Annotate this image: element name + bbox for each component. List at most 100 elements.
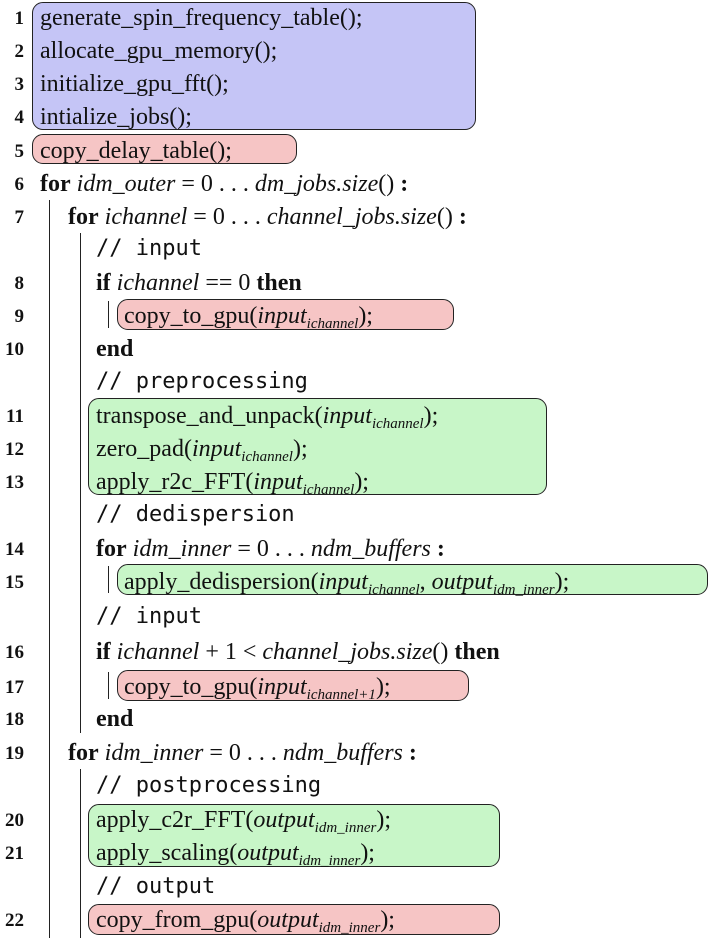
- comment-postprocessing: // postprocessing: [96, 773, 322, 798]
- argument-subscript: ichannel: [371, 416, 424, 432]
- code-line-7: for ichannel = 0 . . . channel_jobs.size…: [68, 205, 467, 229]
- comment-dedispersion: // dedispersion: [96, 502, 295, 527]
- argument: input: [322, 403, 372, 429]
- loop-colon: :: [402, 740, 417, 766]
- line-number: 18: [5, 709, 24, 730]
- line-number: 5: [14, 141, 25, 162]
- keyword-if: if: [96, 270, 111, 296]
- function-name: zero_pad(: [96, 436, 192, 462]
- call-close: );: [380, 907, 395, 933]
- call-paren: (): [378, 171, 395, 197]
- postprocessing-highlight: [88, 804, 500, 867]
- argument-subscript: idm_inner: [298, 853, 361, 869]
- code-line-20: apply_c2r_FFT(outputidm_inner);: [96, 807, 391, 836]
- line-number: 16: [5, 642, 24, 663]
- code-line-3: initialize_gpu_fft();: [40, 71, 229, 97]
- if1-rule: [108, 301, 109, 328]
- line-number: 6: [14, 174, 25, 195]
- argument-subscript: ichannel: [241, 449, 293, 465]
- copy-to-gpu-highlight-1: [117, 299, 454, 330]
- copy-delay-highlight: [32, 134, 297, 164]
- argument-separator: ,: [419, 569, 432, 595]
- keyword-for: for: [40, 171, 71, 197]
- code-line-13: apply_r2c_FFT(inputichannel);: [96, 469, 369, 498]
- code-line-18: end: [96, 706, 134, 732]
- line-number: 20: [5, 810, 24, 831]
- loop-variable: idm_inner: [104, 740, 204, 766]
- inner-loop2-rule: [80, 769, 81, 938]
- line-number: 4: [14, 107, 25, 128]
- code-line-14: for idm_inner = 0 . . . ndm_buffers :: [96, 537, 445, 561]
- argument-subscript: ichannel: [367, 582, 420, 598]
- line-number: 10: [5, 339, 24, 360]
- code-line-22: copy_from_gpu(outputidm_inner);: [96, 907, 395, 936]
- range-start: = 0 . . .: [237, 536, 311, 562]
- argument: input: [253, 469, 303, 495]
- range-start: = 0 . . .: [181, 171, 255, 197]
- channel-loop-rule: [80, 233, 81, 733]
- argument-subscript: ichannel+1: [306, 687, 376, 703]
- argument: output: [253, 807, 315, 833]
- code-line-4: intialize_jobs();: [40, 104, 192, 130]
- call-close: );: [358, 303, 373, 329]
- dedispersion-highlight: [117, 564, 708, 595]
- line-number: 15: [5, 572, 24, 593]
- argument-subscript: idm_inner: [314, 820, 377, 836]
- argument: input: [257, 674, 307, 700]
- loop-colon: :: [430, 536, 445, 562]
- function-name: copy_to_gpu(: [124, 303, 258, 329]
- argument: output: [237, 840, 299, 866]
- argument: output: [431, 569, 493, 595]
- keyword-then: then: [256, 270, 302, 296]
- code-line-17: copy_to_gpu(inputichannel+1);: [124, 674, 391, 703]
- function-name: copy_from_gpu(: [96, 907, 258, 933]
- argument-subscript: ichannel: [302, 482, 355, 498]
- code-line-11: transpose_and_unpack(inputichannel);: [96, 403, 439, 432]
- copy-to-gpu-highlight-2: [117, 670, 469, 701]
- call-close: );: [423, 403, 439, 429]
- comment-input: // input: [96, 236, 202, 261]
- for-inner-rule: [108, 566, 109, 593]
- code-line-8: if ichannel == 0 then: [96, 271, 302, 295]
- line-number: 11: [6, 406, 24, 427]
- function-name: apply_c2r_FFT(: [96, 807, 254, 833]
- call-close: );: [554, 569, 570, 595]
- range-end: channel_jobs.size: [266, 204, 437, 230]
- code-line-10: end: [96, 336, 134, 362]
- call-close: );: [354, 469, 369, 495]
- keyword-for: for: [68, 740, 99, 766]
- output-highlight: [88, 904, 500, 935]
- range-start: = 0 . . .: [209, 740, 283, 766]
- loop-colon: :: [452, 204, 467, 230]
- argument: input: [191, 436, 242, 462]
- range-end: ndm_buffers: [282, 740, 403, 766]
- call-paren: (): [432, 639, 455, 665]
- keyword-for: for: [68, 204, 99, 230]
- line-number: 7: [14, 207, 25, 228]
- loop-variable: idm_outer: [76, 171, 176, 197]
- code-line-6: for idm_outer = 0 . . . dm_jobs.size() :: [40, 172, 408, 196]
- code-line-16: if ichannel + 1 < channel_jobs.size() th…: [96, 640, 500, 664]
- if2-rule: [108, 672, 109, 699]
- line-number: 9: [14, 306, 25, 327]
- argument: input: [257, 303, 307, 329]
- condition-variable-2: channel_jobs.size: [262, 639, 433, 665]
- outer-loop-rule: [49, 200, 50, 938]
- code-line-2: allocate_gpu_memory();: [40, 38, 278, 64]
- function-name: copy_to_gpu(: [124, 674, 258, 700]
- function-name: transpose_and_unpack(: [96, 403, 323, 429]
- loop-variable: idm_inner: [132, 536, 232, 562]
- init-block-highlight: [32, 2, 476, 130]
- range-end: dm_jobs.size: [254, 171, 379, 197]
- loop-colon: :: [394, 171, 409, 197]
- call-close: );: [360, 840, 375, 866]
- line-number: 1: [14, 8, 25, 29]
- line-number: 3: [14, 74, 25, 95]
- line-number: 21: [5, 843, 24, 864]
- condition-variable: ichannel: [116, 270, 200, 296]
- code-line-5: copy_delay_table();: [40, 138, 232, 164]
- call-paren: (): [436, 204, 453, 230]
- condition-op: + 1 <: [199, 639, 263, 665]
- comment-preprocessing: // preprocessing: [96, 369, 308, 394]
- line-number: 17: [5, 677, 24, 698]
